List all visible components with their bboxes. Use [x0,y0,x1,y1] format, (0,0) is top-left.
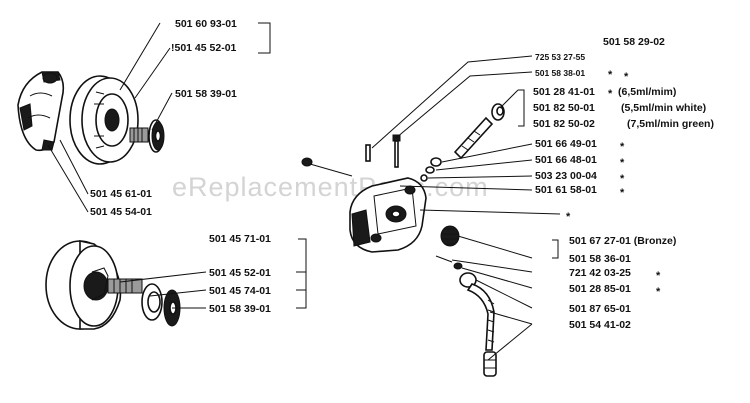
part-label-501-28-85-01: 501 28 85-01 [569,283,631,295]
asterisk-mark: * [620,173,625,185]
part-label-501-67-27-01-bronze: 501 67 27-01 (Bronze) [569,235,676,247]
needle-bearing-part [129,127,149,143]
part-label-501-87-65-01: 501 87 65-01 [569,303,631,315]
part-label-501-45-71-01: 501 45 71-01 [209,233,271,245]
rim-sprocket-part [107,278,143,294]
part-label-501-66-49-01: 501 66 49-01 [535,138,597,150]
part-label-501-54-41-02: 501 54 41-02 [569,319,631,331]
pump-plunger-part [453,103,505,160]
asterisk-mark: * [624,71,629,83]
clutch-assembly-top [17,71,165,165]
clutch-shoes-part [17,71,65,152]
drum-part [45,240,122,330]
clutch-drum-part [69,75,139,165]
part-label-501-61-58-01: 501 61 58-01 [535,184,597,196]
part-label-501-45-52-01-top: !501 45 52-01 [171,42,237,54]
flow-rate-note-7-5-green: (7,5ml/min green) [627,118,714,130]
part-label-501-66-48-01: 501 66 48-01 [535,154,597,166]
part-label-501-58-36-01: 501 58 36-01 [569,253,631,265]
oil-pump-assembly [301,103,505,377]
part-label-501-45-54-01: 501 45 54-01 [90,206,152,218]
bolt-part [392,134,401,168]
screw-part [301,157,353,177]
flow-rate-note-6-5: (6,5ml/mim) [618,86,676,98]
asterisk-mark: * [566,211,571,223]
part-label-501-58-29-02: 501 58 29-02 [603,36,665,48]
part-label-501-58-38-01: 501 58 38-01 [535,68,585,78]
bearing-part [141,283,163,321]
asterisk-mark: * [620,141,625,153]
clutch-assembly-bottom [45,240,181,330]
part-label-501-45-61-01: 501 45 61-01 [90,188,152,200]
pump-housing-part [349,177,427,253]
part-label-501-58-39-01-bottom: 501 58 39-01 [209,303,271,315]
part-label-503-23-00-04: 503 23 00-04 [535,170,597,182]
part-label-501-58-39-01-top: 501 58 39-01 [175,88,237,100]
part-labels: 501 60 93-01 !501 45 52-01 501 58 39-01 … [90,18,714,331]
asterisk-mark: * [608,88,613,100]
asterisk-mark: * [608,69,613,81]
part-label-501-45-52-01-bottom: 501 45 52-01 [209,267,271,279]
flow-rate-note-5-5-white: (5,5ml/min white) [621,102,706,114]
asterisk-mark: * [656,270,661,282]
oil-hose-part [459,272,497,377]
asterisk-mark: * [620,187,625,199]
spring-part [420,157,442,182]
asterisk-mark: * [620,157,625,169]
part-label-501-82-50-02: 501 82 50-02 [533,118,595,130]
clip-part [435,255,463,270]
part-label-501-60-93-01: 501 60 93-01 [175,18,237,30]
washer-part [148,119,165,153]
asterisk-mark: * [656,286,661,298]
pin-part [365,144,371,162]
part-label-501-82-50-01: 501 82 50-01 [533,102,595,114]
part-label-721-42-03-25: 721 42 03-25 [569,267,631,279]
part-label-501-45-74-01: 501 45 74-01 [209,285,271,297]
part-label-725-53-27-55: 725 53 27-55 [535,52,585,62]
worm-gear-part [440,225,460,247]
part-label-501-28-41-01: 501 28 41-01 [533,86,595,98]
leader-lines [47,22,561,361]
